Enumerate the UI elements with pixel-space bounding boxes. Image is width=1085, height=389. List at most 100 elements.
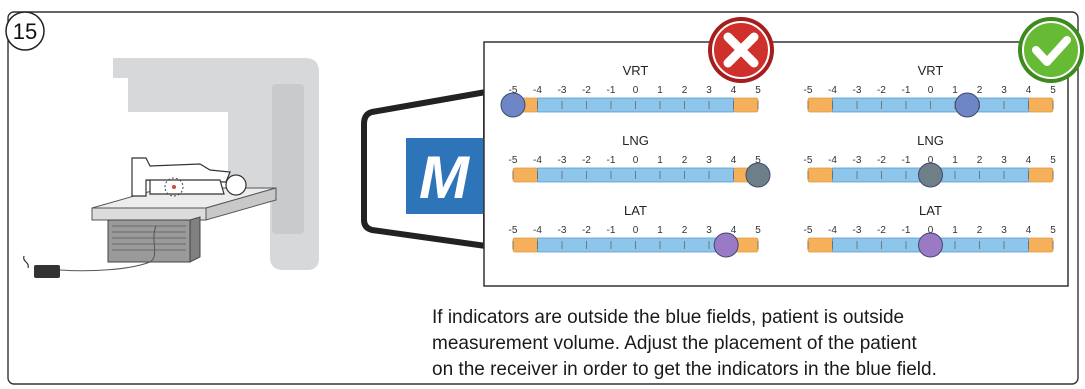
patient [131,157,247,197]
tick-label: 4 [1026,225,1032,236]
tick-label: 1 [952,85,958,96]
monitor: M [361,88,489,250]
tick-label: -1 [902,85,911,96]
tick-label: -5 [804,85,813,96]
position-indicator [918,162,943,188]
tick-label: -4 [828,225,837,236]
tick-label: -5 [509,85,518,96]
position-indicator [713,232,739,258]
tick-label: 5 [755,85,761,96]
axis-label: LNG [917,133,944,148]
tick-label: 2 [682,85,688,96]
out-of-range-field-left [512,167,538,183]
frame-border [7,11,1079,385]
tick-label: 1 [657,85,663,96]
tick-label: -4 [533,155,542,166]
out-of-range-field-left [807,237,833,253]
tick-label: -5 [804,155,813,166]
axis-label: LAT [624,203,647,218]
tick-label: 5 [755,225,761,236]
incorrect-status-icon [708,17,774,83]
tick-label: -2 [877,155,886,166]
tick-label: -4 [533,85,542,96]
step-badge-circle [5,11,45,51]
instruction-caption: If indicators are outside the blue field… [432,305,1072,383]
tick-label: 0 [633,155,639,166]
tick-label: 1 [952,155,958,166]
axis-label: VRT [623,63,649,78]
tick-label: 0 [633,85,639,96]
out-of-range-field-left [807,167,833,183]
caption-line-3: on the receiver in order to get the indi… [432,359,937,380]
caption-line-1: If indicators are outside the blue field… [432,307,905,328]
tick-label: 5 [1050,155,1056,166]
power-adapter [23,225,157,278]
logo-tile [406,138,484,214]
axis-label: LAT [919,203,942,218]
tick-label: -2 [582,155,591,166]
tick-label: -5 [509,155,518,166]
tick-label: -3 [558,155,567,166]
tick-label: 0 [928,225,934,236]
tick-label: 3 [1001,225,1007,236]
tick-label: 2 [682,225,688,236]
tick-label: -3 [853,85,862,96]
logo-letter: M [419,144,471,211]
tick-label: 0 [928,155,934,166]
step-badge: 15 [5,11,45,51]
out-of-range-field-left [512,237,538,253]
tick-label: -2 [582,225,591,236]
tick-label: 0 [633,225,639,236]
measurement-target [164,177,184,197]
tick-label: -1 [607,225,616,236]
tick-label: 1 [657,225,663,236]
tick-label: -4 [533,225,542,236]
tick-label: 4 [731,225,737,236]
tick-label: -4 [828,155,837,166]
tick-label: -1 [607,85,616,96]
tick-label: -2 [877,85,886,96]
caption-line-2: measurement volume. Adjust the placement… [432,333,917,354]
position-indicator [745,162,771,188]
patient-table [91,187,277,263]
tick-label: -5 [804,225,813,236]
tick-label: 1 [657,155,663,166]
tick-label: 3 [706,155,712,166]
tick-label: -5 [509,225,518,236]
tick-label: 0 [928,85,934,96]
tick-label: 4 [1026,85,1032,96]
out-of-range-field-right [1028,237,1054,253]
out-of-range-field-right [1028,167,1054,183]
tick-label: 5 [755,155,761,166]
tick-label: -3 [853,155,862,166]
tick-label: -2 [877,225,886,236]
tick-label: -3 [558,225,567,236]
tick-label: 3 [1001,155,1007,166]
tick-label: 3 [706,85,712,96]
tick-label: 5 [1050,225,1056,236]
checkmark-icon [1018,17,1084,83]
tick-label: 1 [952,225,958,236]
out-of-range-field-left [807,97,833,113]
scanner-gantry [113,58,319,270]
position-indicator [500,92,526,118]
tick-label: 4 [731,85,737,96]
tick-label: -1 [902,225,911,236]
tick-label: -4 [828,85,837,96]
position-indicator [918,232,943,258]
tick-label: -2 [582,85,591,96]
tick-label: 2 [682,155,688,166]
tick-label: 2 [977,225,983,236]
tick-label: 3 [1001,85,1007,96]
tick-label: -1 [607,155,616,166]
out-of-range-field-right [733,97,759,113]
tick-label: 5 [1050,85,1056,96]
